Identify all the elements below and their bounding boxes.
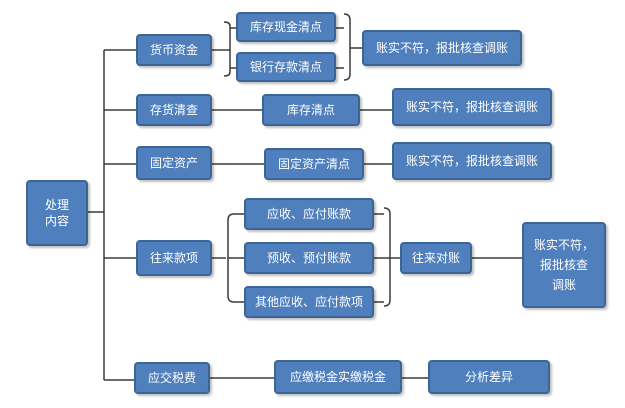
result-monetary-funds: 账实不符，报批核查调账: [362, 30, 522, 66]
category-taxes-payable: 应交税费: [134, 362, 210, 394]
result-label: 账实不符，报批核查调账: [405, 100, 538, 114]
category-fixed-assets: 固定资产: [136, 146, 212, 180]
item-label: 预收、预付账款: [266, 251, 351, 265]
item-label: 固定资产清点: [277, 157, 350, 171]
item-other-receivables-payables: 其他应收、应付款项: [244, 286, 374, 318]
result-label: 账实不符， 报批核查 调账: [533, 238, 594, 292]
result-label: 分析差异: [464, 370, 513, 384]
item-label: 其他应收、应付款项: [254, 295, 363, 309]
item-label: 库存现金清点: [249, 20, 322, 34]
item-fixed-assets-count: 固定资产清点: [264, 148, 364, 180]
item-label: 库存清点: [286, 103, 335, 117]
item-label: 银行存款清点: [249, 60, 322, 74]
item-label: 应缴税金实缴税金: [289, 370, 386, 384]
item-cash-count: 库存现金清点: [236, 12, 336, 42]
root-node: 处理 内容: [26, 180, 88, 246]
item-bank-deposit-count: 银行存款清点: [236, 52, 336, 82]
item-label: 应收、应付账款: [266, 207, 351, 221]
reconcile-current-accounts: 往来对账: [400, 242, 472, 274]
category-label: 存货清查: [149, 103, 198, 117]
result-label: 账实不符，报批核查调账: [405, 154, 538, 168]
result-label: 账实不符，报批核查调账: [375, 41, 508, 55]
root-label: 处理 内容: [44, 198, 69, 228]
category-current-accounts: 往来款项: [136, 240, 212, 276]
result-current-accounts: 账实不符， 报批核查 调账: [522, 222, 606, 308]
result-fixed-assets: 账实不符，报批核查调账: [392, 142, 552, 180]
category-label: 往来款项: [149, 251, 198, 265]
result-taxes-payable: 分析差异: [428, 360, 550, 394]
category-label: 固定资产: [149, 156, 198, 170]
reconcile-label: 往来对账: [411, 251, 460, 265]
category-monetary-funds: 货币资金: [136, 34, 212, 66]
item-inventory-count: 库存清点: [262, 94, 360, 126]
result-inventory-check: 账实不符，报批核查调账: [392, 88, 552, 126]
item-receivables-payables: 应收、应付账款: [244, 198, 374, 230]
category-inventory-check: 存货清查: [136, 94, 212, 126]
category-label: 货币资金: [149, 43, 198, 57]
category-label: 应交税费: [147, 371, 196, 385]
item-tax-due-vs-paid: 应缴税金实缴税金: [274, 360, 402, 394]
item-advances: 预收、预付账款: [244, 242, 374, 274]
